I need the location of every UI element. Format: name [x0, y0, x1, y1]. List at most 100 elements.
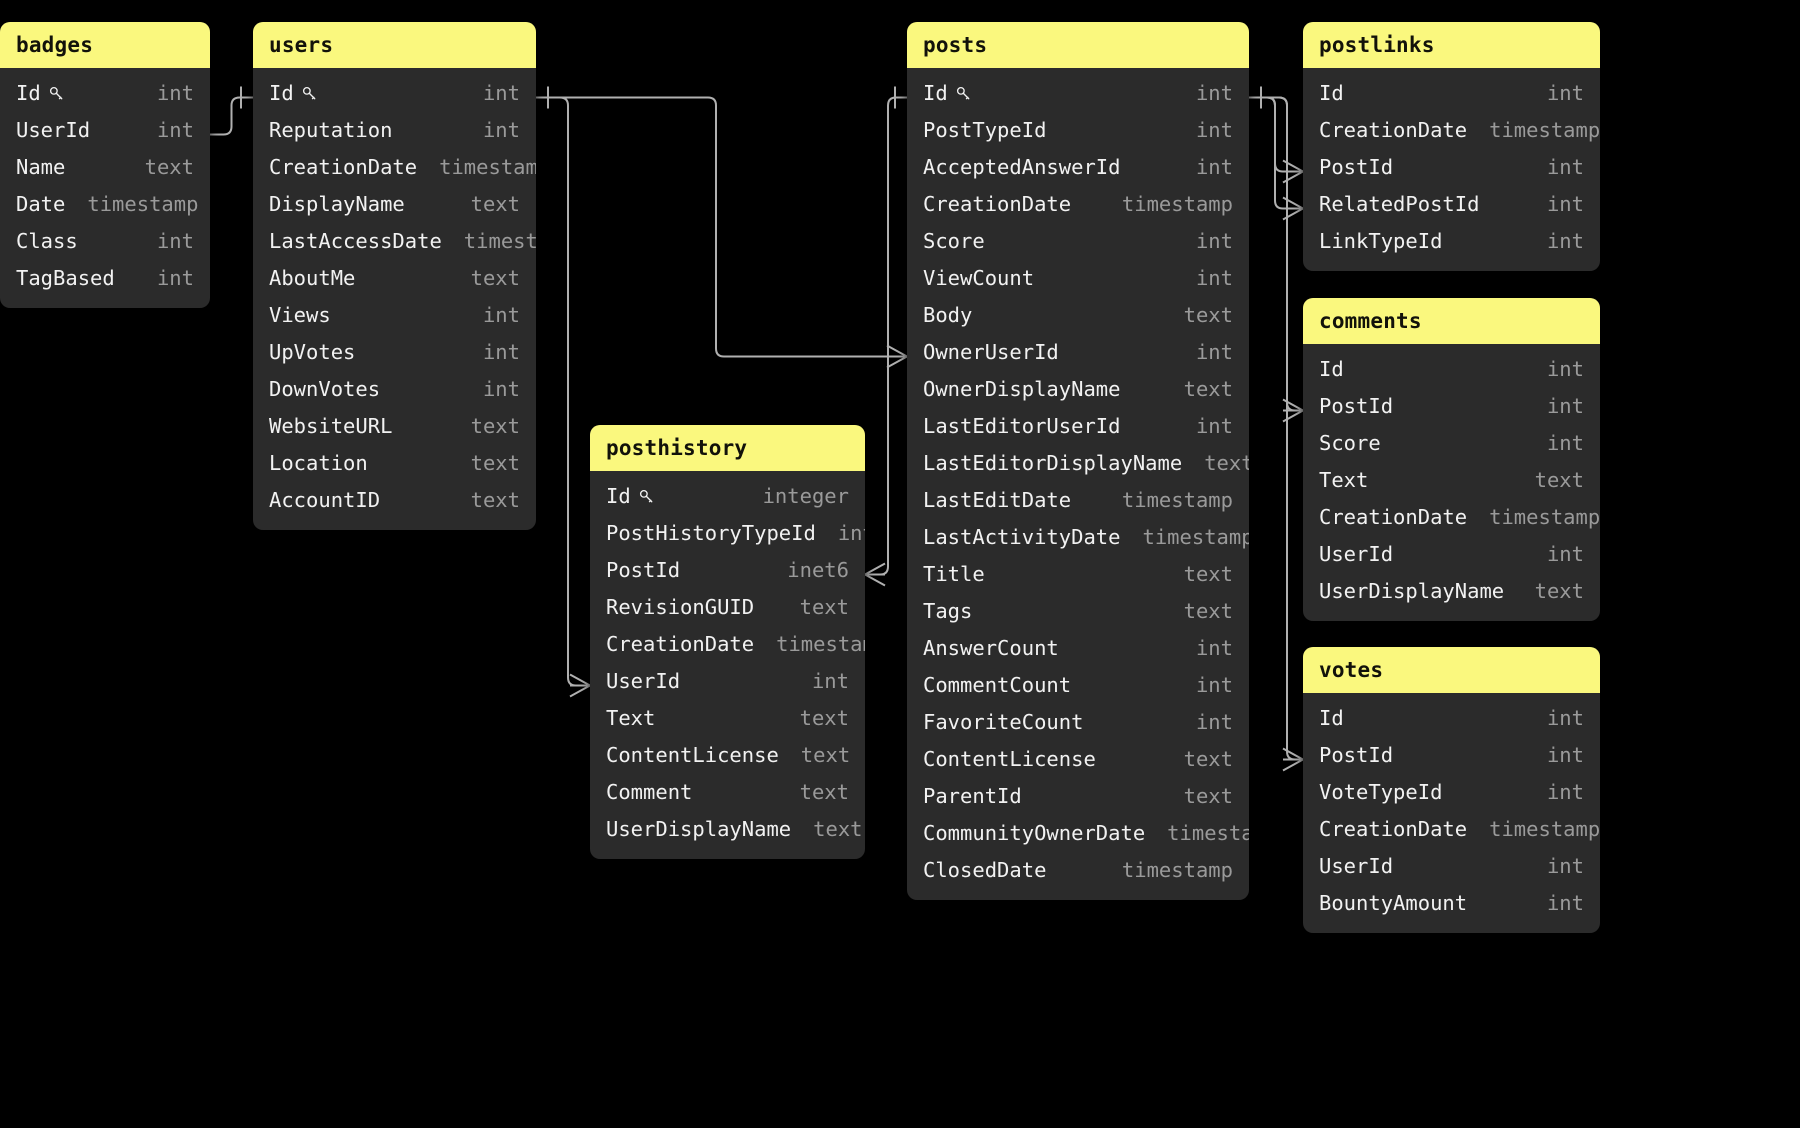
field-name: Score [1319, 431, 1381, 455]
field-label: Name [16, 154, 66, 179]
table-card-posthistory[interactable]: posthistoryIdintegerPostHistoryTypeIdint… [590, 425, 865, 859]
table-title-users[interactable]: users [253, 22, 536, 68]
field-type: int [1546, 742, 1584, 767]
field-type: int [156, 265, 194, 290]
crow-postlinks-postid [1282, 159, 1304, 184]
table-title-badges[interactable]: badges [0, 22, 210, 68]
field-row[interactable]: LastAccessDatetimestamp [253, 222, 536, 259]
field-name: Id [1319, 81, 1344, 105]
field-name: Text [606, 706, 655, 730]
field-row[interactable]: CommunityOwnerDatetimestamp [907, 814, 1249, 851]
field-type: text [813, 816, 863, 841]
table-title-posts[interactable]: posts [907, 22, 1249, 68]
crow-posthistory-postid [864, 562, 886, 587]
field-type: int [156, 228, 194, 253]
table-title-posthistory[interactable]: posthistory [590, 425, 865, 471]
field-row[interactable]: PostHistoryTypeIdint [590, 514, 865, 551]
field-name: Views [269, 303, 331, 327]
field-label: LinkTypeId [1319, 228, 1443, 253]
field-label: FavoriteCount [923, 709, 1084, 734]
field-label: BountyAmount [1319, 890, 1468, 915]
field-name: LinkTypeId [1319, 229, 1442, 253]
field-name: UserId [16, 118, 90, 142]
table-title-comments[interactable]: comments [1303, 298, 1600, 344]
field-name: Score [923, 229, 985, 253]
table-title-postlinks[interactable]: postlinks [1303, 22, 1600, 68]
primary-key-icon [638, 488, 655, 505]
table-title-votes[interactable]: votes [1303, 647, 1600, 693]
